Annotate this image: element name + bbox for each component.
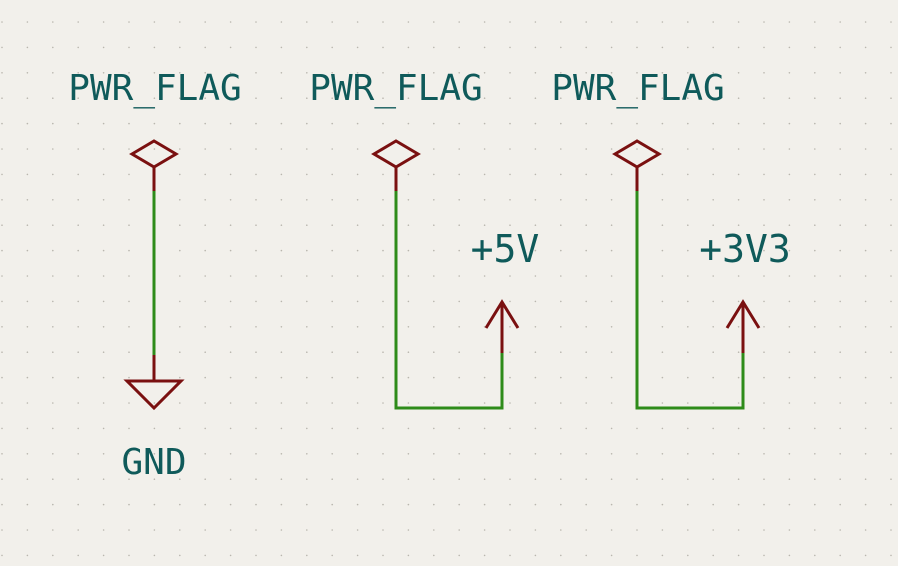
power-arrow-up-icon[interactable] (725, 299, 761, 353)
pwr-flag-3v3-group[interactable]: PWR_FLAG +3V3 (551, 68, 791, 410)
wire-5v[interactable] (394, 191, 504, 410)
pwr-flag-diamond-icon[interactable] (371, 139, 421, 191)
pwr-flag-diamond-icon[interactable] (129, 139, 179, 191)
power-5v-label: +5V (471, 227, 540, 271)
pwr-flag-diamond-icon[interactable] (612, 139, 662, 191)
gnd-label: GND (121, 442, 186, 483)
pwr-flag-label-2: PWR_FLAG (309, 68, 482, 109)
pwr-flag-label-1: PWR_FLAG (68, 68, 241, 109)
power-3v3-label: +3V3 (699, 227, 791, 271)
pwr-flag-label-3: PWR_FLAG (551, 68, 724, 109)
power-arrow-up-icon[interactable] (484, 299, 520, 353)
pwr-flag-gnd-group[interactable]: PWR_FLAG GND (68, 68, 241, 483)
pwr-flag-5v-group[interactable]: PWR_FLAG +5V (309, 68, 540, 410)
wire-3v3[interactable] (635, 191, 745, 410)
ground-triangle-icon[interactable] (123, 355, 185, 411)
grid-dots (1, 21, 892, 557)
